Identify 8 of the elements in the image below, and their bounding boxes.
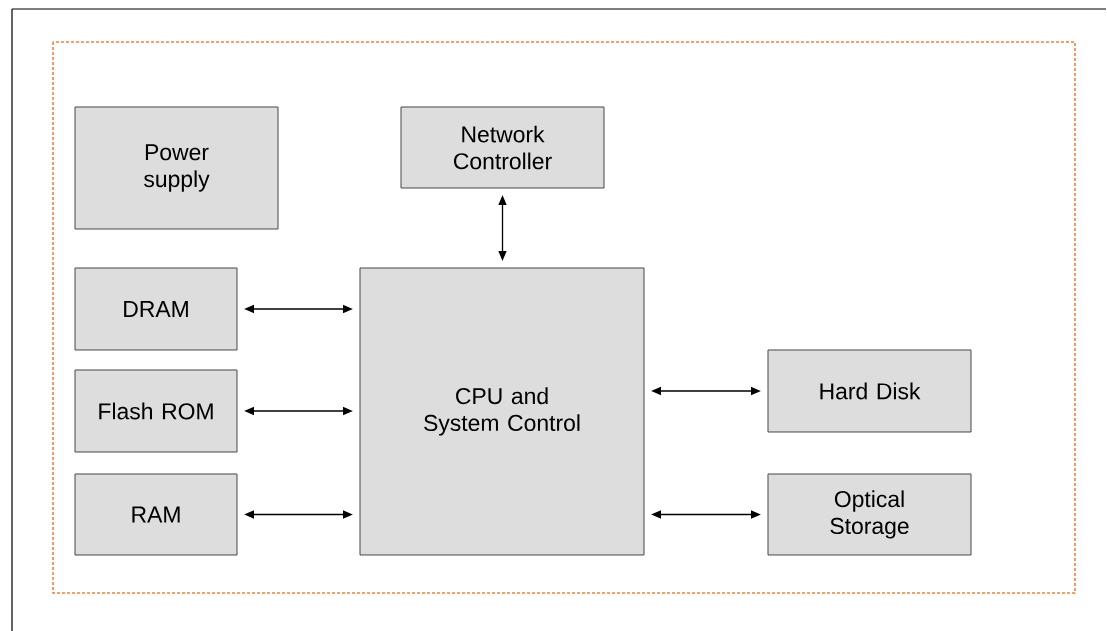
process-box: Hard Disk [767,349,972,433]
process-box: Power supply [74,106,279,230]
process-box: CPU and System Control [359,267,645,556]
process-box: RAM [74,473,238,556]
process-box: Flash ROM [74,369,238,453]
process-box: DRAM [74,267,238,351]
process-box: Optical Storage [767,473,972,556]
process-box: Network Controller [400,106,605,189]
